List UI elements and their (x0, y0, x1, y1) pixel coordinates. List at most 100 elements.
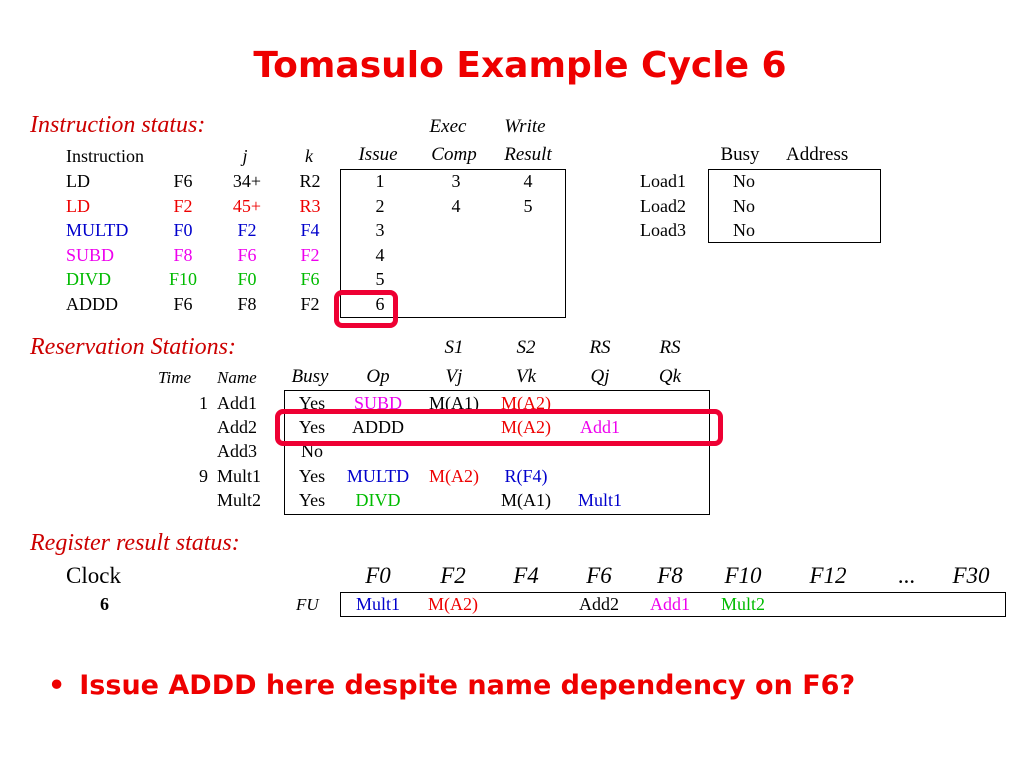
instr-dest: F6 (173, 293, 193, 314)
register-result-status-label: Register result status: (30, 530, 240, 556)
issue-header: Issue (358, 144, 398, 165)
qj-header: Qj (590, 366, 610, 387)
add2-highlight (275, 409, 723, 446)
instr-dest: F0 (173, 220, 193, 240)
instr-op: SUBD (66, 244, 115, 265)
rs-qj-group-header: RS (589, 337, 611, 358)
bullet-text: Issue ADDD here despite name dependency … (79, 670, 856, 701)
register-value: Add1 (650, 594, 690, 614)
instr-comp: 4 (451, 195, 461, 216)
instr-j: 45+ (232, 195, 262, 216)
rs-time: 9 (199, 465, 208, 486)
register-header: F6 (586, 563, 612, 588)
register-value: M(A2) (428, 594, 478, 614)
write-header: Write (504, 116, 546, 137)
instr-op: LD (66, 195, 90, 216)
op-header: Op (366, 366, 390, 387)
comp-header: Comp (431, 144, 477, 165)
rs-vk: R(F4) (504, 465, 548, 486)
register-header: F4 (513, 563, 539, 588)
rs-vk: M(A2) (501, 417, 551, 438)
rs-name: Add3 (217, 441, 257, 462)
exec-header: Exec (429, 116, 467, 137)
rs-op: DIVD (355, 489, 401, 510)
instr-issue: 3 (375, 220, 385, 240)
rs-vk: M(A1) (501, 489, 551, 510)
instr-op: ADDD (66, 293, 118, 314)
clock-label: Clock (66, 563, 121, 588)
load-name: Load2 (640, 195, 686, 216)
instruction-header: Instruction (66, 146, 144, 166)
address-header: Address (786, 144, 849, 165)
instr-comp: 3 (451, 171, 461, 191)
reservation-stations-label: Reservation Stations: (30, 334, 236, 360)
instr-j: F2 (237, 220, 257, 240)
instr-j: 34+ (232, 171, 262, 191)
instr-dest: F6 (173, 171, 193, 191)
instruction-status-label: Instruction status: (30, 112, 206, 138)
register-header: F2 (440, 563, 466, 588)
instr-issue: 6 (375, 293, 385, 314)
rs-vj: M(A2) (429, 465, 479, 486)
instr-issue: 5 (375, 269, 385, 289)
register-header: F0 (365, 563, 391, 588)
s2-header: S2 (516, 337, 536, 358)
instr-k: R2 (299, 171, 321, 191)
register-value: Mult1 (355, 594, 400, 614)
name-header: Name (217, 368, 257, 387)
j-header: j (242, 146, 248, 166)
instr-dest: F8 (173, 244, 193, 265)
instr-op: LD (66, 171, 90, 191)
register-header: ... (898, 563, 916, 588)
register-value: Mult2 (720, 594, 765, 614)
rs-busy: Yes (298, 417, 326, 438)
time-header: Time (158, 368, 192, 387)
instr-issue: 2 (375, 195, 385, 216)
result-header: Result (504, 144, 552, 165)
rs-vk: M(A2) (501, 393, 551, 413)
vk-header: Vk (515, 366, 537, 387)
instr-result: 4 (523, 171, 533, 191)
load-name: Load3 (640, 220, 686, 240)
rs-op: ADDD (352, 417, 404, 438)
instr-k: F2 (300, 244, 320, 265)
instr-issue: 4 (375, 244, 385, 265)
instr-dest: F10 (168, 269, 197, 289)
instr-k: F4 (300, 220, 320, 240)
rs-busy-header: Busy (291, 366, 329, 387)
bullet-symbol: • (48, 670, 66, 701)
rs-op: MULTD (346, 465, 410, 486)
load-buffer-box (708, 169, 881, 243)
register-status-box (340, 592, 1006, 617)
rs-name: Mult2 (217, 489, 262, 510)
rs-busy: Yes (298, 465, 326, 486)
bullet-note: • Issue ADDD here despite name dependency… (48, 670, 855, 701)
rs-busy: Yes (298, 393, 326, 413)
instr-j: F0 (237, 269, 257, 289)
instr-result: 5 (523, 195, 533, 216)
clock-value: 6 (100, 594, 109, 614)
instr-op: DIVD (66, 269, 111, 289)
instruction-status-box (340, 169, 566, 318)
reservation-stations-box (284, 390, 710, 515)
register-header: F8 (657, 563, 683, 588)
qk-header: Qk (658, 366, 682, 387)
instr-k: F6 (300, 269, 320, 289)
issue-highlight (334, 290, 398, 328)
rs-op: SUBD (353, 393, 402, 413)
load-busy: No (733, 171, 755, 191)
instr-k: R3 (299, 195, 321, 216)
rs-name: Mult1 (217, 465, 262, 486)
rs-busy: No (301, 441, 323, 462)
load-busy: No (733, 220, 755, 240)
load-busy: No (733, 195, 755, 216)
instr-op: MULTD (66, 220, 129, 240)
rs-vj: M(A1) (429, 393, 479, 413)
rs-name: Add2 (217, 417, 257, 438)
s1-header: S1 (444, 337, 464, 358)
register-value: Add2 (579, 594, 619, 614)
register-header: F10 (724, 563, 762, 588)
instr-j: F6 (237, 244, 257, 265)
register-header: F30 (952, 563, 990, 588)
k-header: k (305, 146, 313, 166)
